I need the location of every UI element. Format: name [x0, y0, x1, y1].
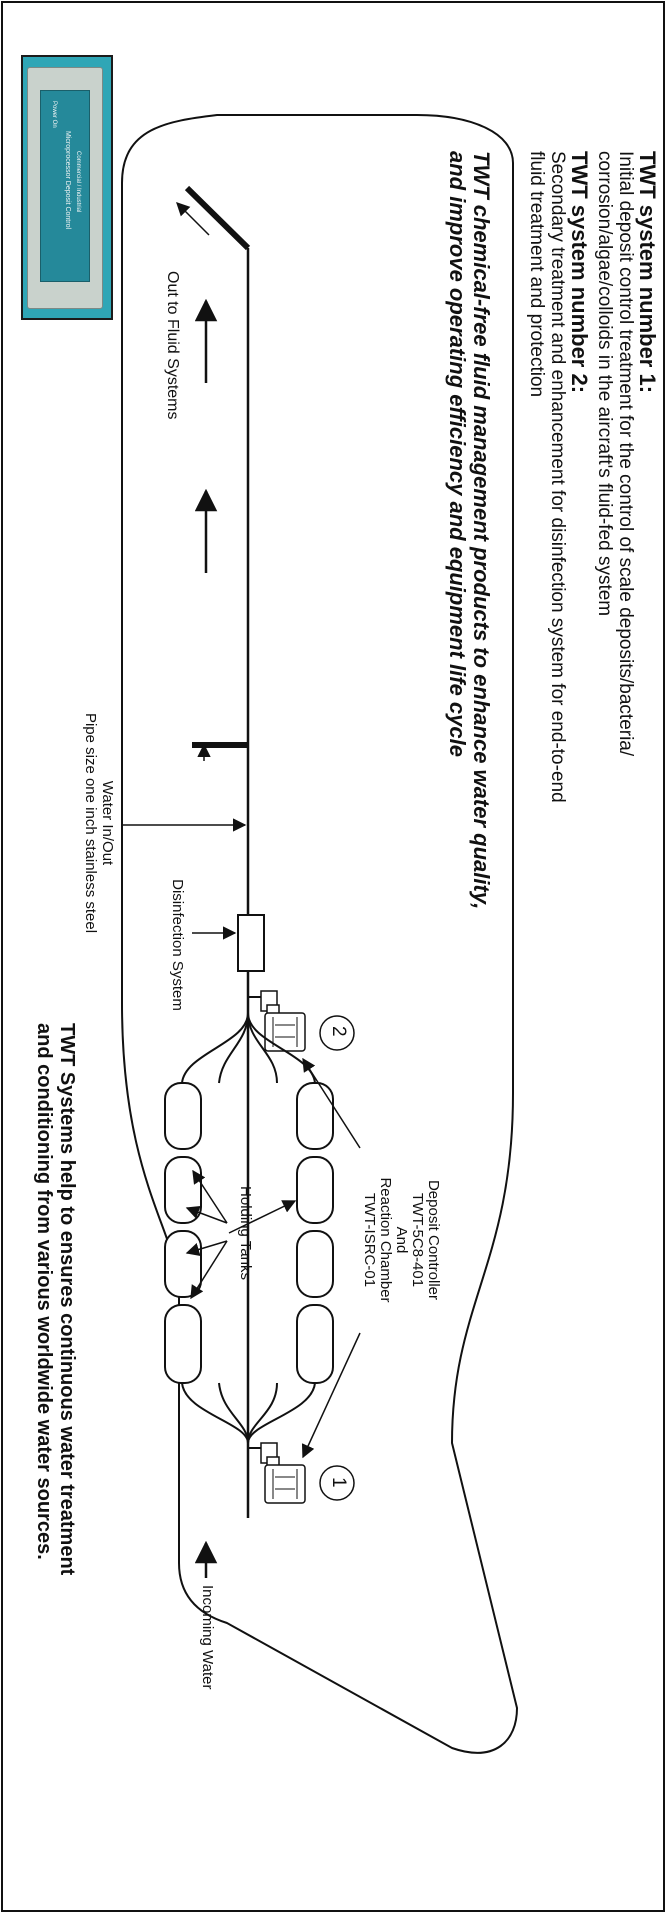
- controller-device-body: Commercial / Industrial Microprocessor D…: [27, 67, 103, 309]
- diagram-graphics: [121, 114, 519, 1754]
- diagram-canvas: 2 1 TWT system number 1: Initial deposit…: [3, 3, 663, 1910]
- holding-tanks-arrows: [185, 1169, 297, 1300]
- controller-label-line4: Reaction Chamber: [377, 1177, 394, 1303]
- system1-heading: TWT system number 1:: [635, 151, 660, 394]
- incoming-water-label: Incoming Water: [199, 1585, 216, 1690]
- reaction-chamber-2: [248, 990, 306, 1052]
- water-in-out-label: Water In/Out: [99, 780, 116, 866]
- controller-leader-1: [301, 1332, 361, 1459]
- marker-2-label: 2: [328, 1026, 349, 1037]
- tagline-line2: and improve operating efficiency and equ…: [445, 151, 470, 757]
- holding-tanks-label: Holding Tanks: [237, 1186, 254, 1280]
- marker-circle-1: [319, 1465, 355, 1501]
- footer-line1: TWT Systems help to ensures continuous w…: [56, 1023, 78, 1576]
- holding-tanks: [164, 1082, 334, 1384]
- disinfection-label: Disinfection System: [169, 879, 186, 1011]
- reaction-chamber-1: [248, 1442, 306, 1504]
- system2-line1: Secondary treatment and enhancement for …: [547, 151, 568, 803]
- controller-device-panel: Commercial / Industrial Microprocessor D…: [40, 90, 90, 282]
- system1-line1: Initial deposit control treatment for th…: [615, 151, 636, 757]
- marker-circle-2: [319, 1015, 355, 1051]
- controller-label-line3: And: [393, 1226, 410, 1254]
- device-line3: Power On: [51, 101, 57, 128]
- controller-label-line5: TWT-ISRC-01: [361, 1192, 378, 1288]
- device-line2: Microprocessor Deposit Control: [64, 131, 71, 230]
- outlet-diagonal: [184, 185, 251, 251]
- footer-line2: and conditioning from various worldwide …: [33, 1023, 55, 1560]
- controller-device-image: Commercial / Industrial Microprocessor D…: [21, 55, 113, 320]
- marker-1-label: 1: [328, 1477, 349, 1488]
- system2-heading: TWT system number 2:: [567, 151, 592, 394]
- system1-line2: corrosion/algae/colloids in the aircraft…: [594, 151, 615, 617]
- controller-label-line1: Deposit Controller: [425, 1179, 442, 1301]
- tank-manifold: [181, 1012, 316, 1444]
- tagline-line1: TWT chemical-free fluid management produ…: [469, 151, 494, 910]
- out-to-fluid-label: Out to Fluid Systems: [164, 271, 181, 420]
- controller-label-line2: TWT-5C8-401: [409, 1192, 426, 1288]
- pipe-size-label: Pipe size one inch stainless steel: [82, 712, 99, 934]
- device-line1: Commercial / Industrial: [75, 151, 81, 213]
- controller-leader-2: [302, 1057, 361, 1149]
- outlet-arrow: [176, 202, 210, 236]
- disinfection-box: [237, 914, 265, 972]
- system2-line2: fluid treatment and protection: [526, 151, 547, 398]
